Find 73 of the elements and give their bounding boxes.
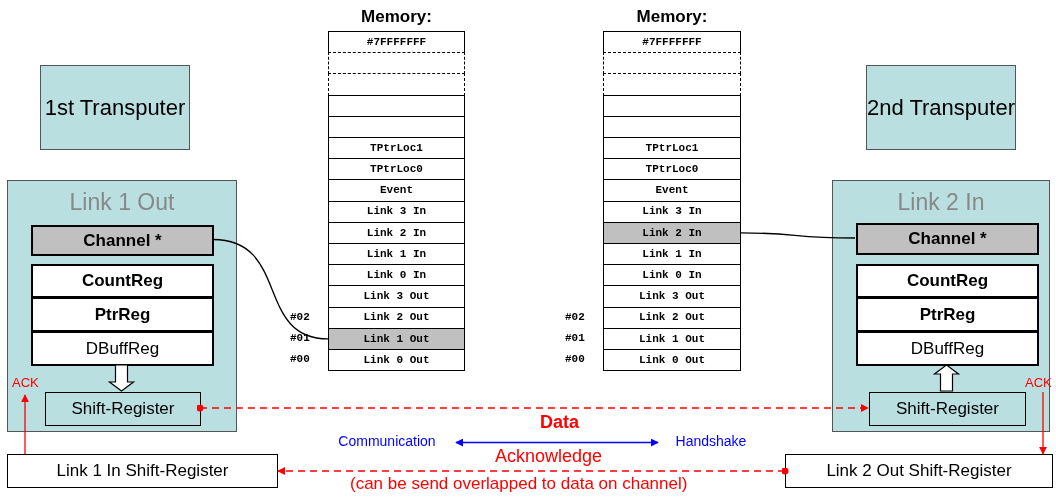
register-field: PtrReg [856,297,1039,332]
memory-cell: Link 3 In [328,200,465,223]
memory-cell: #7FFFFFFF [603,31,741,54]
panel-title: Link 1 Out [68,188,176,217]
block-arrow [932,364,961,392]
register-field: CountReg [856,264,1039,298]
address-label: #01 [565,330,585,345]
shift-register-box: Shift-Register [45,392,201,426]
register-field: PtrReg [31,297,214,332]
memory-cell: Event [603,179,741,202]
memory-cell: Link 2 In [328,221,465,244]
memory-cell: Link 1 In [328,243,465,266]
annotation-text: Handshake [662,432,760,451]
memory-cell: Link 0 Out [328,349,465,372]
memory-cell: TPtrLoc0 [603,158,741,181]
memory-cell: Link 3 Out [328,285,465,308]
link-panel [832,180,1050,432]
link-panel [7,180,237,432]
memory-cell: #7FFFFFFF [328,31,465,54]
memory-cell [328,52,465,75]
memory-cell: Link 2 Out [603,306,741,329]
memory-cell: Link 2 In [603,221,741,244]
memory-cell: Link 3 Out [603,285,741,308]
arrow [21,394,29,455]
shift-register-box: Link 2 Out Shift-Register [785,454,1053,488]
annotation-text: Communication [322,432,452,451]
address-label: #02 [290,309,310,324]
memory-cell: Link 1 In [603,243,741,266]
memory-cell: TPtrLoc1 [603,137,741,160]
processor-box: 1st Transputer [40,65,190,150]
shift-register-box: Shift-Register [869,392,1026,426]
address-label: #02 [565,309,585,324]
address-label: #00 [565,352,585,366]
memory-cell [603,94,741,117]
connector-line [212,238,329,340]
memory-cell: Link 3 In [603,200,741,223]
arrow [277,467,789,475]
memory-cell: Link 1 Out [603,327,741,350]
memory-cell: Link 1 Out [328,327,465,350]
double-arrow [455,438,659,447]
memory-cell: Link 0 Out [603,349,741,372]
memory-cell [328,115,465,138]
memory-cell [328,94,465,117]
memory-cell: Event [328,179,465,202]
memory-cell: Link 2 Out [328,306,465,329]
edge-label: Data [540,412,579,432]
table-heading: Memory: [360,6,433,28]
block-arrow [107,364,136,392]
memory-cell [603,52,741,75]
channel-register: Channel * [856,223,1039,255]
shift-register-box: Link 1 In Shift-Register [7,454,278,488]
table-heading: Memory: [635,6,709,28]
register-field: CountReg [31,264,214,298]
register-field: DBuffReg [856,331,1039,366]
panel-title: Link 2 In [896,188,986,217]
edge-label: ACK [12,375,39,390]
memory-cell: Link 0 In [328,264,465,287]
processor-box: 2nd Transputer [866,65,1016,150]
note-text: (can be send overlapped to data on channel) [350,474,688,494]
memory-cell: TPtrLoc0 [328,158,465,181]
memory-cell: TPtrLoc1 [328,137,465,160]
arrow [196,404,869,412]
memory-cell [328,73,465,96]
arrow [1039,391,1047,455]
memory-cell [603,73,741,96]
memory-cell: Link 0 In [603,264,741,287]
edge-label: Acknowledge [495,446,603,466]
channel-register: Channel * [31,225,214,256]
connector-line [740,232,856,239]
address-label: #00 [290,352,310,366]
address-label: #01 [290,330,310,345]
register-field: DBuffReg [31,331,214,366]
memory-cell [603,115,741,138]
